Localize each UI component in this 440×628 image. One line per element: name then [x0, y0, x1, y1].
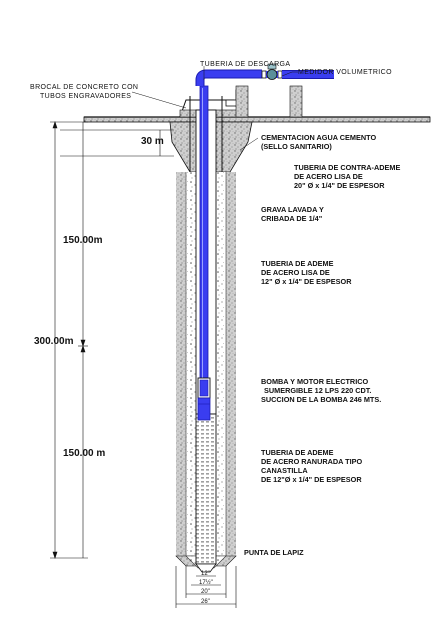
diameter-12-label: 12" — [201, 571, 210, 577]
leader-lines — [60, 66, 298, 157]
lower-depth-dimension: 150.00 m — [63, 448, 106, 459]
diameter-20-label: 20" — [201, 589, 210, 595]
pencil-point-label: PUNTA DE LAPIZ — [244, 548, 304, 557]
pump-label-line2: SUMERGIBLE 12 LPS 220 CDT. — [264, 386, 372, 395]
slotted-casing — [195, 413, 217, 573]
casing-label-line3: 12" Ø x 1/4" DE ESPESOR — [261, 277, 352, 286]
diameter-17-label: 17½" — [199, 580, 213, 586]
cement-label-line1: CEMENTACION AGUA CEMENTO — [261, 133, 377, 142]
pump-label-line1: BOMBA Y MOTOR ELECTRICO — [261, 377, 369, 386]
ground-surface — [83, 116, 431, 123]
cement-label-line2: (SELLO SANITARIO) — [261, 142, 332, 151]
slotted-label-line2: DE ACERO RANURADA TIPO — [261, 457, 363, 466]
seal-depth-dimension: 30 m — [141, 136, 164, 147]
casing-label-line1: TUBERIA DE ADEME — [261, 259, 334, 268]
diameter-26-label: 26" — [201, 599, 210, 605]
surface-casing-label-line3: 20" Ø x 1/4" DE ESPESOR — [294, 181, 385, 190]
slotted-label-line4: DE 12"Ø x 1/4" DE ESPESOR — [261, 475, 362, 484]
total-depth-dimension: 300.00m — [34, 336, 74, 347]
pump-label-line3: SUCCION DE LA BOMBA 246 MTS. — [261, 395, 382, 404]
gravel-label-line1: GRAVA LAVADA Y — [261, 205, 324, 214]
discharge-pipe-label: TUBERIA DE DESCARGA — [200, 61, 291, 68]
submersible-pump — [197, 377, 211, 421]
column-pipe — [199, 85, 209, 399]
flow-meter-label: MEDIDOR VOLUMETRICO — [298, 69, 392, 76]
surface-casing-label-line1: TUBERIA DE CONTRA-ADEME — [294, 163, 401, 172]
surface-casing — [189, 96, 223, 172]
diameter-dimension-lines — [175, 566, 237, 608]
casing-label-line2: DE ACERO LISA DE — [261, 268, 330, 277]
depth-dimension-lines — [50, 121, 161, 559]
flow-meter — [266, 63, 278, 80]
slotted-label-line3: CANASTILLA — [261, 466, 308, 475]
discharge-pipe — [195, 69, 334, 118]
collar-label-line1: BROCAL DE CONCRETO CON — [30, 84, 139, 91]
gravel-label-line2: CRIBADA DE 1/4" — [261, 214, 323, 223]
slotted-label-line1: TUBERIA DE ADEME — [261, 448, 334, 457]
upper-depth-dimension: 150.00m — [63, 235, 103, 246]
surface-casing-label-line2: DE ACERO LISA DE — [294, 172, 363, 181]
collar-label-line2: TUBOS ENGRAVADORES — [40, 93, 132, 100]
